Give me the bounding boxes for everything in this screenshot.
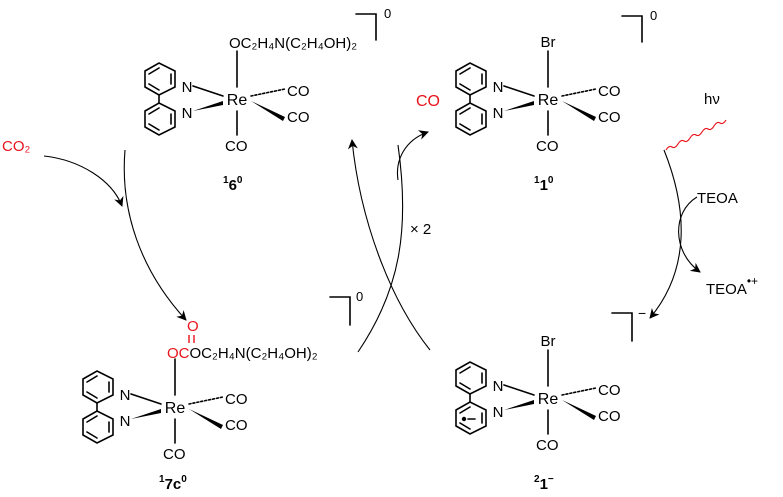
reduction-arrow — [649, 149, 682, 319]
co-axial: CO — [225, 138, 248, 155]
complex-17c: N N Re O OCOC₂H₄N(C₂H₄OH)₂ CO CO CO 17c0 — [82, 318, 318, 493]
co-release-arrow — [396, 130, 429, 181]
co-eq-2: CO — [287, 109, 310, 126]
metal-re: Re — [165, 400, 186, 417]
axial-br: Br — [541, 333, 556, 350]
metal-re: Re — [538, 391, 559, 408]
charge-bracket-16 — [355, 13, 377, 41]
complex-21: N N Re Br CO CO CO 21− — [455, 333, 621, 493]
charge-bracket-17c — [329, 296, 351, 326]
radical-dot — [461, 416, 467, 422]
charge-16: 0 — [384, 6, 391, 21]
complex-16: N N Re OC₂H₄N(C₂H₄OH)₂ CO CO CO 160 — [144, 35, 357, 194]
co-eq-2: CO — [598, 109, 621, 126]
center-arrow-from-21 — [357, 144, 404, 353]
n-upper: N — [182, 79, 193, 96]
n-lower: N — [493, 404, 504, 421]
light-wavy-line — [665, 119, 727, 151]
n-lower: N — [493, 105, 504, 122]
co-eq-1: CO — [225, 391, 248, 408]
co-eq-2: CO — [598, 408, 621, 425]
carbonyl-o: O — [187, 318, 199, 335]
n-upper: N — [120, 387, 131, 404]
co-eq-1: CO — [598, 382, 621, 399]
co2-label: CO₂ — [2, 138, 31, 155]
axial-carbonate: OCOC₂H₄N(C₂H₄OH)₂ — [167, 345, 318, 362]
charge-21: − — [638, 305, 646, 321]
n-upper: N — [493, 79, 504, 96]
co2-entry-arrow — [43, 155, 124, 207]
n-lower: N — [120, 413, 131, 430]
n-lower: N — [182, 105, 193, 122]
axial-br: Br — [541, 34, 556, 51]
charge-17c: 0 — [356, 289, 363, 304]
complex-11: N N Re Br CO CO CO 110 — [455, 34, 621, 194]
center-arrow-to-16 — [347, 139, 431, 351]
complex-label: 160 — [223, 175, 243, 194]
charge-bracket-21 — [611, 312, 633, 342]
n-upper: N — [493, 378, 504, 395]
complex-label: 110 — [534, 175, 554, 194]
co-eq-1: CO — [598, 83, 621, 100]
co-eq-1: CO — [287, 83, 310, 100]
teoa-arrow — [678, 196, 701, 273]
multiplier-label: × 2 — [410, 221, 431, 238]
teoa-label: TEOA — [697, 190, 738, 207]
metal-re: Re — [538, 92, 559, 109]
co-eq-2: CO — [225, 417, 248, 434]
complex-label: 21− — [534, 474, 554, 493]
light-label: hν — [704, 91, 720, 108]
co-axial: CO — [536, 437, 559, 454]
co-released-label: CO — [416, 93, 440, 110]
charge-bracket-11 — [621, 15, 643, 43]
co-axial: CO — [536, 138, 559, 155]
metal-re: Re — [227, 92, 248, 109]
charge-11: 0 — [650, 8, 657, 23]
axial-alkoxide: OC₂H₄N(C₂H₄OH)₂ — [229, 35, 357, 52]
teoa-radical-label: TEOA•+ — [706, 274, 758, 298]
co-axial: CO — [163, 446, 186, 463]
complex-label: 17c0 — [159, 474, 187, 493]
co2-insertion-arrow — [123, 149, 187, 321]
